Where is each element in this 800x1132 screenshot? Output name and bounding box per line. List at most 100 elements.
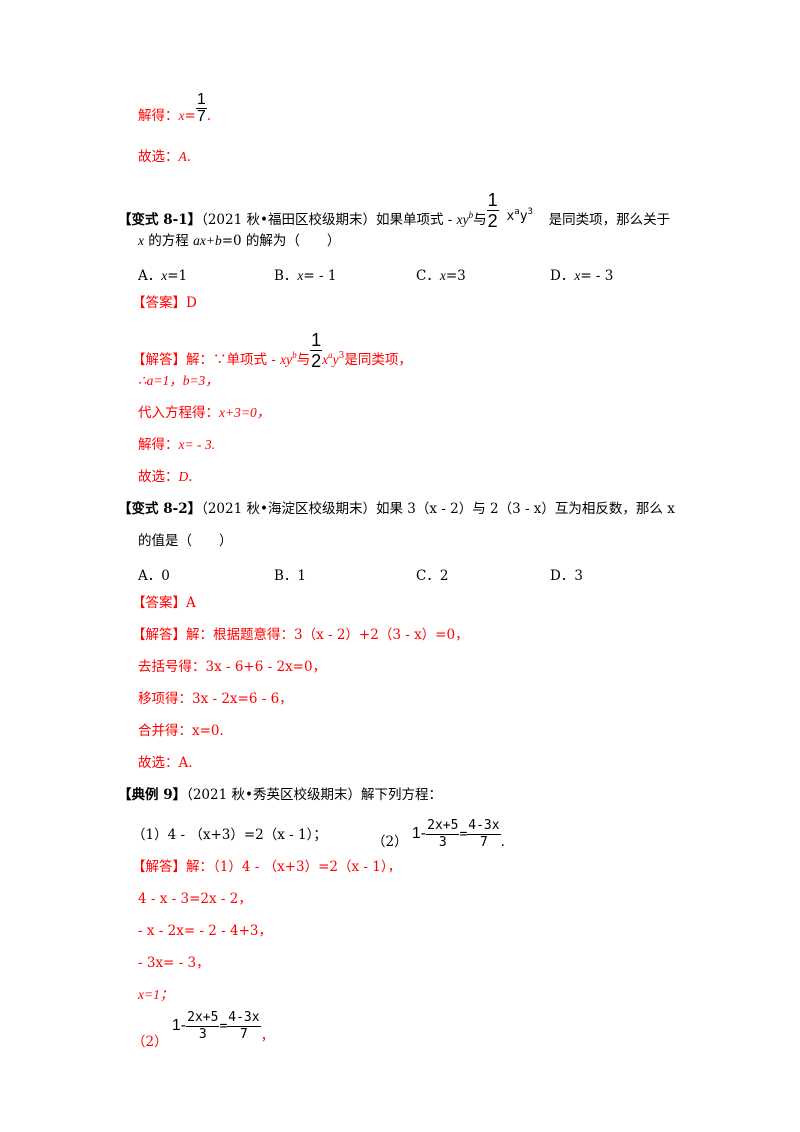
example-9-solution-line-4: - 3x= - 3， xyxy=(138,954,210,972)
option-b[interactable]: B．x= - 1 xyxy=(274,264,336,284)
equation-lhs: 1- xyxy=(171,1017,187,1034)
answer-letter: D xyxy=(178,469,189,484)
exponent: 3 xyxy=(338,351,345,361)
solution-text: 解得： xyxy=(138,108,179,124)
period: . xyxy=(500,834,505,850)
denominator: 7 xyxy=(240,1027,248,1042)
variant-8-2-solution-line-4: 合并得：x=0. xyxy=(138,722,224,740)
example-9-solution-line-5: x=1； xyxy=(138,986,173,1004)
part-label: （1） xyxy=(132,827,168,843)
fraction-bar xyxy=(426,834,460,835)
exponent: a xyxy=(328,350,333,360)
equation: x= - 3. xyxy=(178,437,215,452)
option-c[interactable]: C．2 xyxy=(416,564,448,584)
option-d[interactable]: D．x= - 3 xyxy=(550,264,613,284)
part-label: （2） xyxy=(372,834,408,850)
option-value: 2 xyxy=(439,568,449,584)
fraction-bar xyxy=(227,1026,261,1027)
variant-8-1-solution-line-4: 解得：x= - 3. xyxy=(138,436,215,454)
numerator: 1 xyxy=(196,91,206,108)
option-a[interactable]: A．x=1 xyxy=(138,264,187,284)
equation: ax+b xyxy=(193,233,222,248)
solution-text: 4 - x - 3=2x - 2， xyxy=(138,891,252,907)
stem-text: =0 的解为（ ） xyxy=(221,233,341,249)
answer-value: D xyxy=(186,295,197,311)
solution-tag: 【解答】 xyxy=(132,627,186,643)
option-value: =3 xyxy=(445,268,466,284)
solution-text: 代入方程得： xyxy=(138,405,219,421)
solution-text: x=1； xyxy=(138,987,174,1002)
solution-text: ∴a=1，b=3， xyxy=(138,373,219,388)
var-y: y xyxy=(519,209,528,224)
solution-text: 故选： xyxy=(138,469,179,485)
solution-text: 移项得：3x - 2x=6 - 6， xyxy=(138,691,293,707)
question-source: （2021 秋•秀英区校级期末） xyxy=(186,787,361,803)
solution-text: 合并得：x=0. xyxy=(138,723,224,739)
equals: = xyxy=(219,1019,228,1034)
variant-8-2-solution-line-3: 移项得：3x - 2x=6 - 6， xyxy=(138,690,293,708)
solution-text: 故选：A. xyxy=(138,755,193,771)
equation: x+3=0， xyxy=(219,405,271,420)
variant-8-1-solution-line-5: 故选：D. xyxy=(138,468,193,486)
solution-tag: 【解答】 xyxy=(132,352,186,368)
solution-text: 是同类项， xyxy=(344,352,412,368)
solution-text: 解：（1）4 - （x+3）=2（x - 1）， xyxy=(186,859,402,875)
stem-text: 的方程 xyxy=(144,233,194,249)
variant-8-2-answer: 【答案】A xyxy=(132,594,196,612)
stem-text: 如果 3（x - 2）与 2（3 - x）互为相反数，那么 x xyxy=(375,501,675,517)
numerator: 1 xyxy=(487,190,498,210)
option-c[interactable]: C．x=3 xyxy=(416,264,466,284)
answer-letter: A xyxy=(178,149,187,164)
option-a[interactable]: A．0 xyxy=(138,564,170,584)
monomial: xy xyxy=(280,352,293,367)
fraction-bar xyxy=(195,108,207,109)
variant-8-1-solution-line-3: 代入方程得：x+3=0， xyxy=(138,404,270,422)
solution-text: 解：根据题意得：3（x - 2）+2（3 - x）=0， xyxy=(186,627,469,643)
stem-text: 如果单项式 - xyxy=(375,212,457,228)
equals: = xyxy=(184,108,196,124)
answer-tag: 【答案】 xyxy=(132,595,186,611)
variant-8-1-stem-line-2: x 的方程 ax+b=0 的解为（ ） xyxy=(138,232,340,250)
option-value: 3 xyxy=(574,568,583,584)
period: . xyxy=(186,149,192,165)
answer-value: A xyxy=(186,595,196,611)
option-label: B． xyxy=(274,568,298,584)
denominator: 3 xyxy=(198,1027,207,1042)
solution-text: - 3x= - 3， xyxy=(138,955,210,971)
variant-8-2-solution-line-2: 去括号得：3x - 6+6 - 2x=0， xyxy=(138,658,326,676)
variant-8-2-stem-line-2: 的值是（ ） xyxy=(138,532,233,550)
solution-text: 解：∵单项式 - xyxy=(186,352,281,368)
example-9-part-1: （1）4 - （x+3）=2（x - 1）； xyxy=(132,826,327,844)
question-tag: 【典例 9】 xyxy=(118,787,187,803)
fraction-bar xyxy=(467,834,501,835)
option-value: =1 xyxy=(167,268,188,284)
option-label: D． xyxy=(550,568,575,584)
variable: x xyxy=(297,268,304,283)
option-b[interactable]: B．1 xyxy=(274,564,306,584)
question-source: （2021 秋•海淀区校级期末） xyxy=(201,501,376,517)
numerator: 1 xyxy=(311,330,322,350)
variable: x xyxy=(439,268,446,283)
prev-solution-line-2: 故选：A. xyxy=(138,148,191,166)
solution-text: 与 xyxy=(296,352,311,368)
stem-text: 与 xyxy=(473,212,487,228)
variable: x xyxy=(138,233,144,248)
solution-tag: 【解答】 xyxy=(132,859,186,875)
option-label: A． xyxy=(138,268,162,284)
variant-8-1-answer: 【答案】D xyxy=(132,294,197,312)
variant-8-1-solution-line-2: ∴a=1，b=3， xyxy=(138,372,219,390)
exponent: b xyxy=(468,210,474,220)
numerator: 4-3x xyxy=(468,818,500,833)
equation: 4 - （x+3）=2（x - 1）； xyxy=(167,827,327,843)
option-value: 0 xyxy=(161,568,170,584)
option-d[interactable]: D．3 xyxy=(550,564,583,584)
